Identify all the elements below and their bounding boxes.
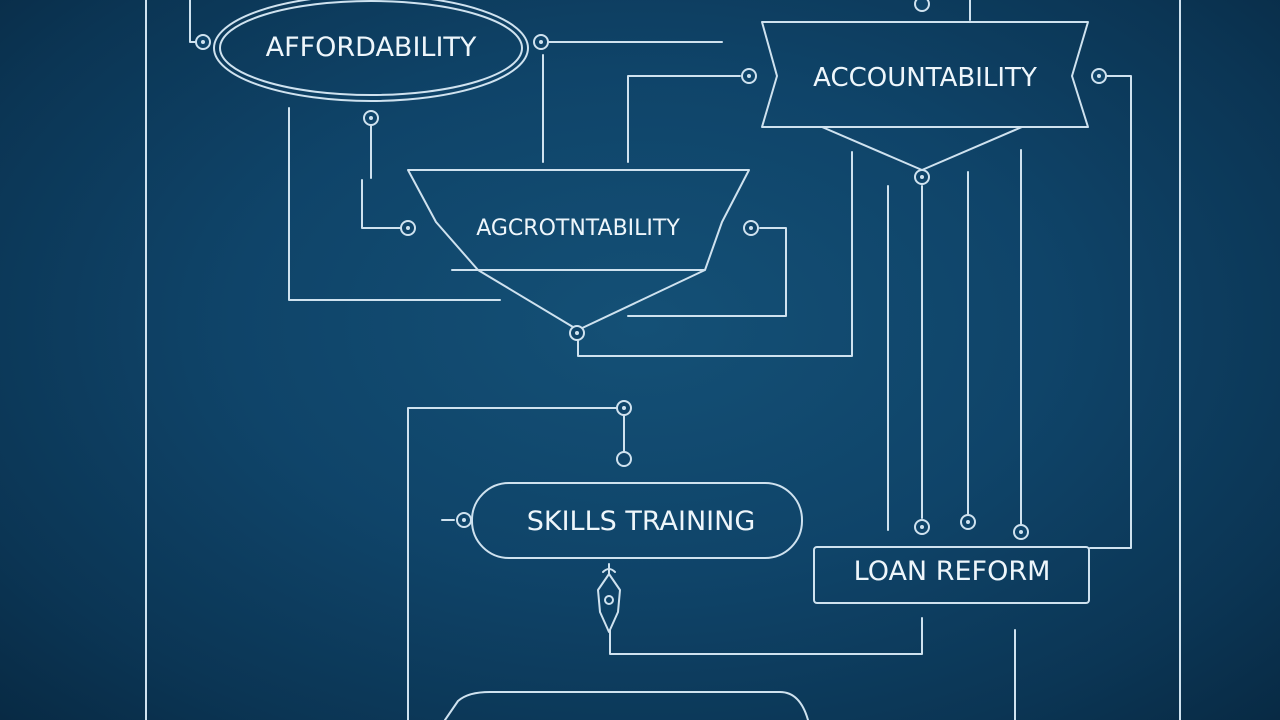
loan-reform-label: LOAN REFORM [854, 556, 1051, 587]
node-loan-reform[interactable] [813, 546, 1090, 604]
skills-connectors [407, 407, 1016, 720]
accountability-connectors [577, 75, 1132, 549]
accountability-label: ACCOUNTABILITY [813, 63, 1037, 93]
node-skills-training[interactable] [471, 482, 803, 559]
connector-ports [195, 0, 1107, 540]
pendant-icon [597, 568, 621, 633]
port-dots [201, 40, 1101, 534]
node-funnel[interactable] [407, 169, 750, 331]
port-skills-upper [616, 451, 632, 467]
affordability-label: AFFORDABILITY [266, 32, 477, 63]
funnel-connectors [627, 227, 787, 317]
node-accountability[interactable] [761, 21, 1089, 171]
frame-lines [145, 0, 1181, 720]
skills-training-label: SKILLS TRAINING [527, 506, 756, 537]
affordability-connectors [288, 41, 723, 301]
node-bottom-partial [444, 691, 809, 720]
node-affordability[interactable] [213, 0, 529, 102]
funnel-label: AGCROTNTABILITY [476, 216, 680, 241]
port-accountability-top [914, 0, 930, 12]
